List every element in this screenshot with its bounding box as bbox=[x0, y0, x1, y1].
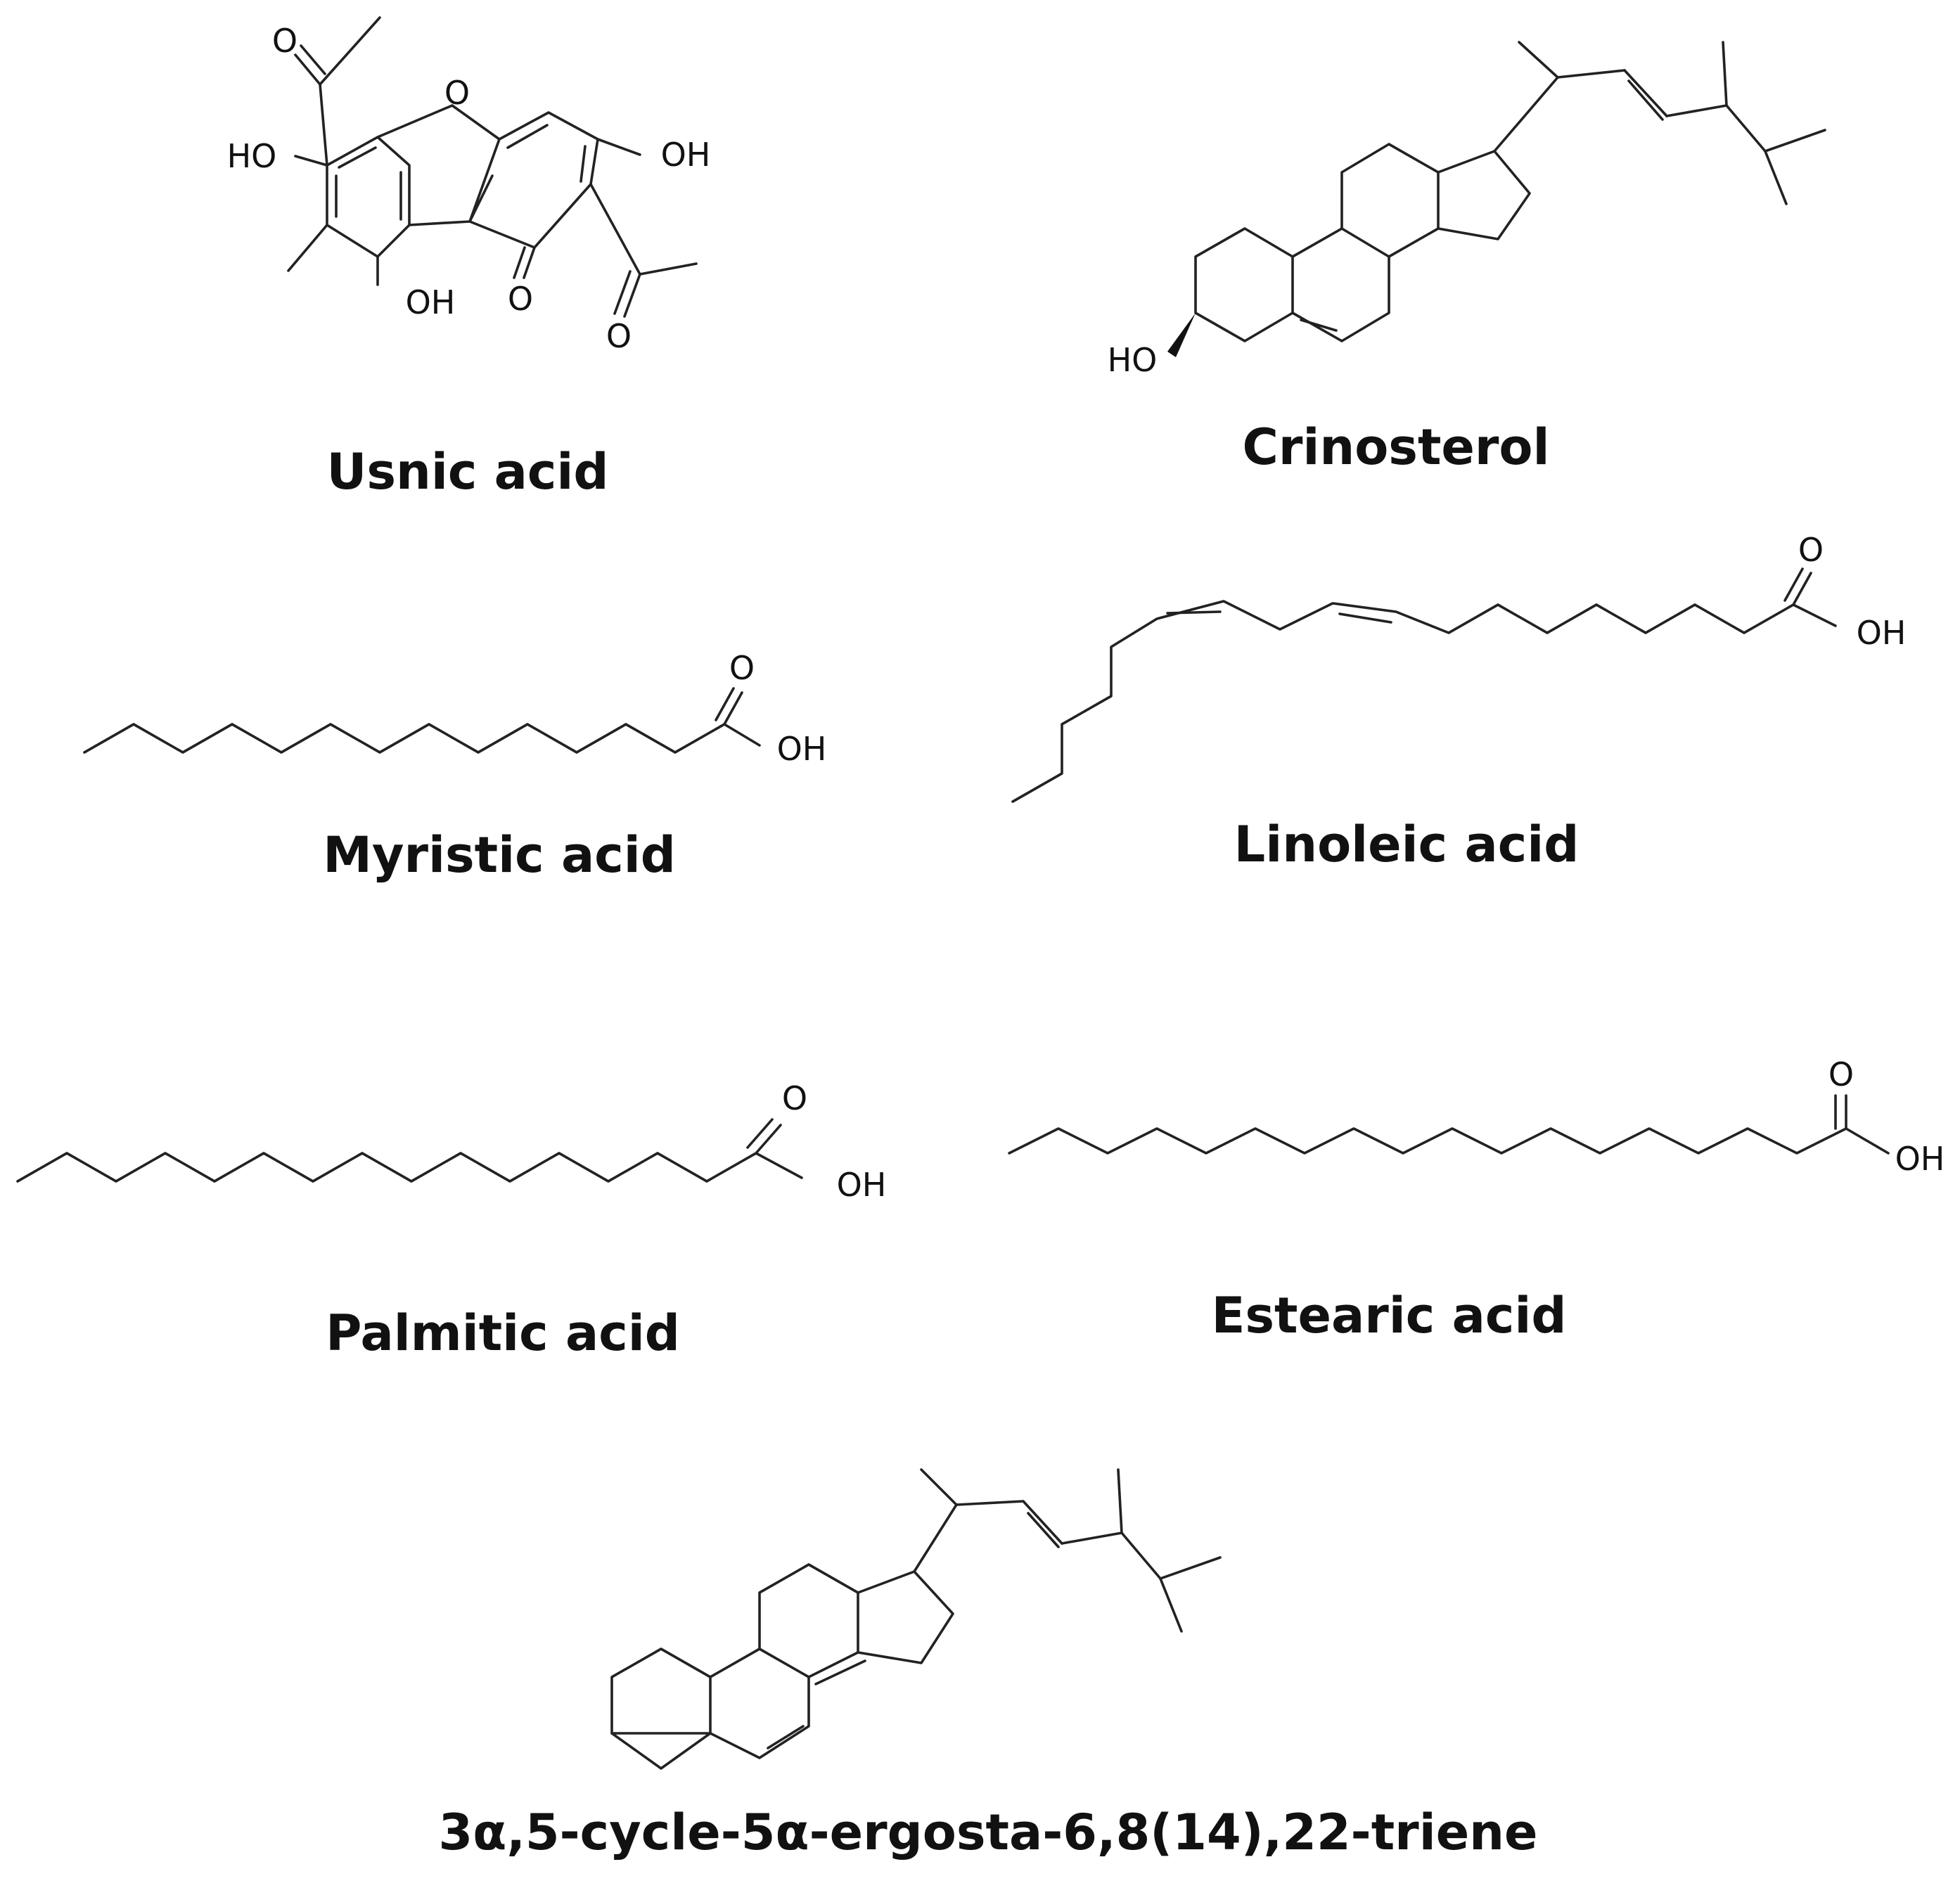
usnic-hydroxyl-right-label: OH bbox=[661, 136, 711, 174]
estearic-acid-structure: O OH Estearic acid bbox=[1008, 1055, 1945, 1344]
palmitic-carbonyl-oxygen-label: O bbox=[782, 1079, 807, 1117]
crinosterol-hydroxyl-label: HO bbox=[1108, 341, 1158, 379]
triene-bonds bbox=[610, 1468, 1222, 1770]
crinosterol-wedge-bond bbox=[1167, 313, 1196, 357]
palmitic-hydroxyl-label: OH bbox=[837, 1166, 887, 1204]
linoleic-acid-chain bbox=[1011, 600, 1837, 803]
palmitic-acid-caption: Palmitic acid bbox=[326, 1304, 680, 1362]
usnic-acetyl2-oxygen-label: O bbox=[606, 317, 632, 355]
linoleic-hydroxyl-label: OH bbox=[1857, 614, 1907, 652]
palmitic-acid-structure: O OH Palmitic acid bbox=[16, 1079, 887, 1362]
crinosterol-caption: Crinosterol bbox=[1242, 418, 1549, 476]
usnic-ketone-oxygen-label: O bbox=[508, 280, 533, 318]
myristic-acid-caption: Myristic acid bbox=[323, 826, 676, 884]
usnic-acetyl-oxygen-label: O bbox=[272, 22, 297, 60]
myristic-acid-chain bbox=[83, 723, 761, 754]
myristic-acid-structure: O OH Myristic acid bbox=[83, 649, 827, 884]
myristic-hydroxyl-label: OH bbox=[777, 730, 827, 768]
usnic-hydroxyl-left-label: HO bbox=[227, 137, 277, 175]
triene-structure: 3α,5-cycle-5α-ergosta-6,8(14),22-triene bbox=[439, 1468, 1538, 1861]
estearic-carbonyl-oxygen-label: O bbox=[1828, 1055, 1854, 1093]
palmitic-acid-chain bbox=[16, 1152, 803, 1183]
linoleic-acid-caption: Linoleic acid bbox=[1234, 816, 1580, 873]
linoleic-carbonyl-oxygen-label: O bbox=[1798, 531, 1824, 569]
usnic-hydroxyl-bottom-label: OH bbox=[406, 283, 456, 321]
linoleic-acid-structure: O OH Linoleic acid bbox=[1011, 531, 1907, 873]
myristic-carbonyl-oxygen-label: O bbox=[729, 649, 755, 687]
usnic-acid-bonds bbox=[287, 16, 698, 318]
estearic-acid-chain bbox=[1008, 1127, 1890, 1155]
usnic-ring-oxygen-label: O bbox=[444, 74, 470, 112]
estearic-acid-caption: Estearic acid bbox=[1212, 1287, 1567, 1344]
usnic-acid-caption: Usnic acid bbox=[326, 443, 608, 501]
usnic-acid-structure: O O O O HO OH OH Usnic acid bbox=[227, 16, 711, 501]
crinosterol-structure: HO Crinosterol bbox=[1108, 41, 1826, 476]
triene-caption: 3α,5-cycle-5α-ergosta-6,8(14),22-triene bbox=[439, 1804, 1538, 1861]
crinosterol-bonds bbox=[1194, 41, 1826, 342]
estearic-hydroxyl-label: OH bbox=[1895, 1140, 1945, 1178]
